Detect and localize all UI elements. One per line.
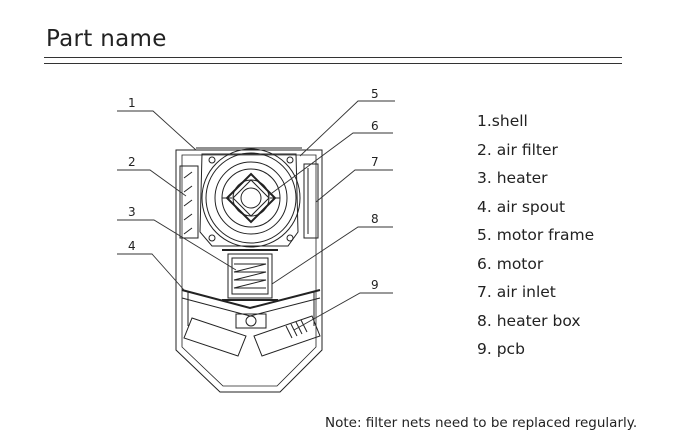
part-item: 3. heater (477, 169, 548, 187)
callout-1: 1 (128, 96, 136, 110)
page-title: Part name (46, 26, 167, 52)
title-rule-bottom (44, 63, 622, 64)
lower-left-box (183, 317, 247, 357)
pcb-box (253, 315, 321, 357)
callout-2: 2 (128, 155, 136, 169)
air-spout (181, 289, 321, 310)
part-item: 6. motor (477, 254, 544, 273)
leader-8 (271, 226, 393, 285)
motor-frame (199, 153, 299, 247)
part-item: 4. air spout (477, 197, 566, 216)
callout-4: 4 (128, 239, 136, 253)
leader-1 (117, 110, 197, 151)
part-item: 1.shell (477, 112, 528, 130)
part-item: 7. air inlet (477, 283, 556, 301)
air-filter-left (179, 165, 199, 239)
maintenance-note: Note: filter nets need to be replaced re… (325, 415, 638, 431)
part-item: 5. motor frame (477, 226, 595, 244)
leader-3 (117, 219, 237, 271)
callout-3: 3 (128, 205, 136, 219)
callout-5: 5 (371, 87, 379, 101)
shell-outline (175, 149, 323, 393)
heater (227, 253, 273, 299)
part-item: 8. heater box (477, 311, 581, 330)
parts-legend: 1.shell 2. air filter 3. heater 4. air s… (477, 111, 594, 368)
callout-7: 7 (371, 155, 379, 169)
leader-2 (117, 169, 187, 197)
leader-7 (315, 169, 393, 203)
fan-outer (201, 148, 301, 248)
leader-6 (267, 132, 393, 197)
callout-8: 8 (371, 212, 379, 226)
part-item: 9. pcb (477, 340, 525, 358)
leader-4 (117, 253, 185, 291)
callout-6: 6 (371, 119, 379, 133)
part-item: 2. air filter (477, 140, 558, 159)
callout-9: 9 (371, 278, 379, 292)
leader-9 (293, 292, 393, 331)
leader-5 (299, 100, 395, 157)
title-rule-top (44, 57, 622, 58)
